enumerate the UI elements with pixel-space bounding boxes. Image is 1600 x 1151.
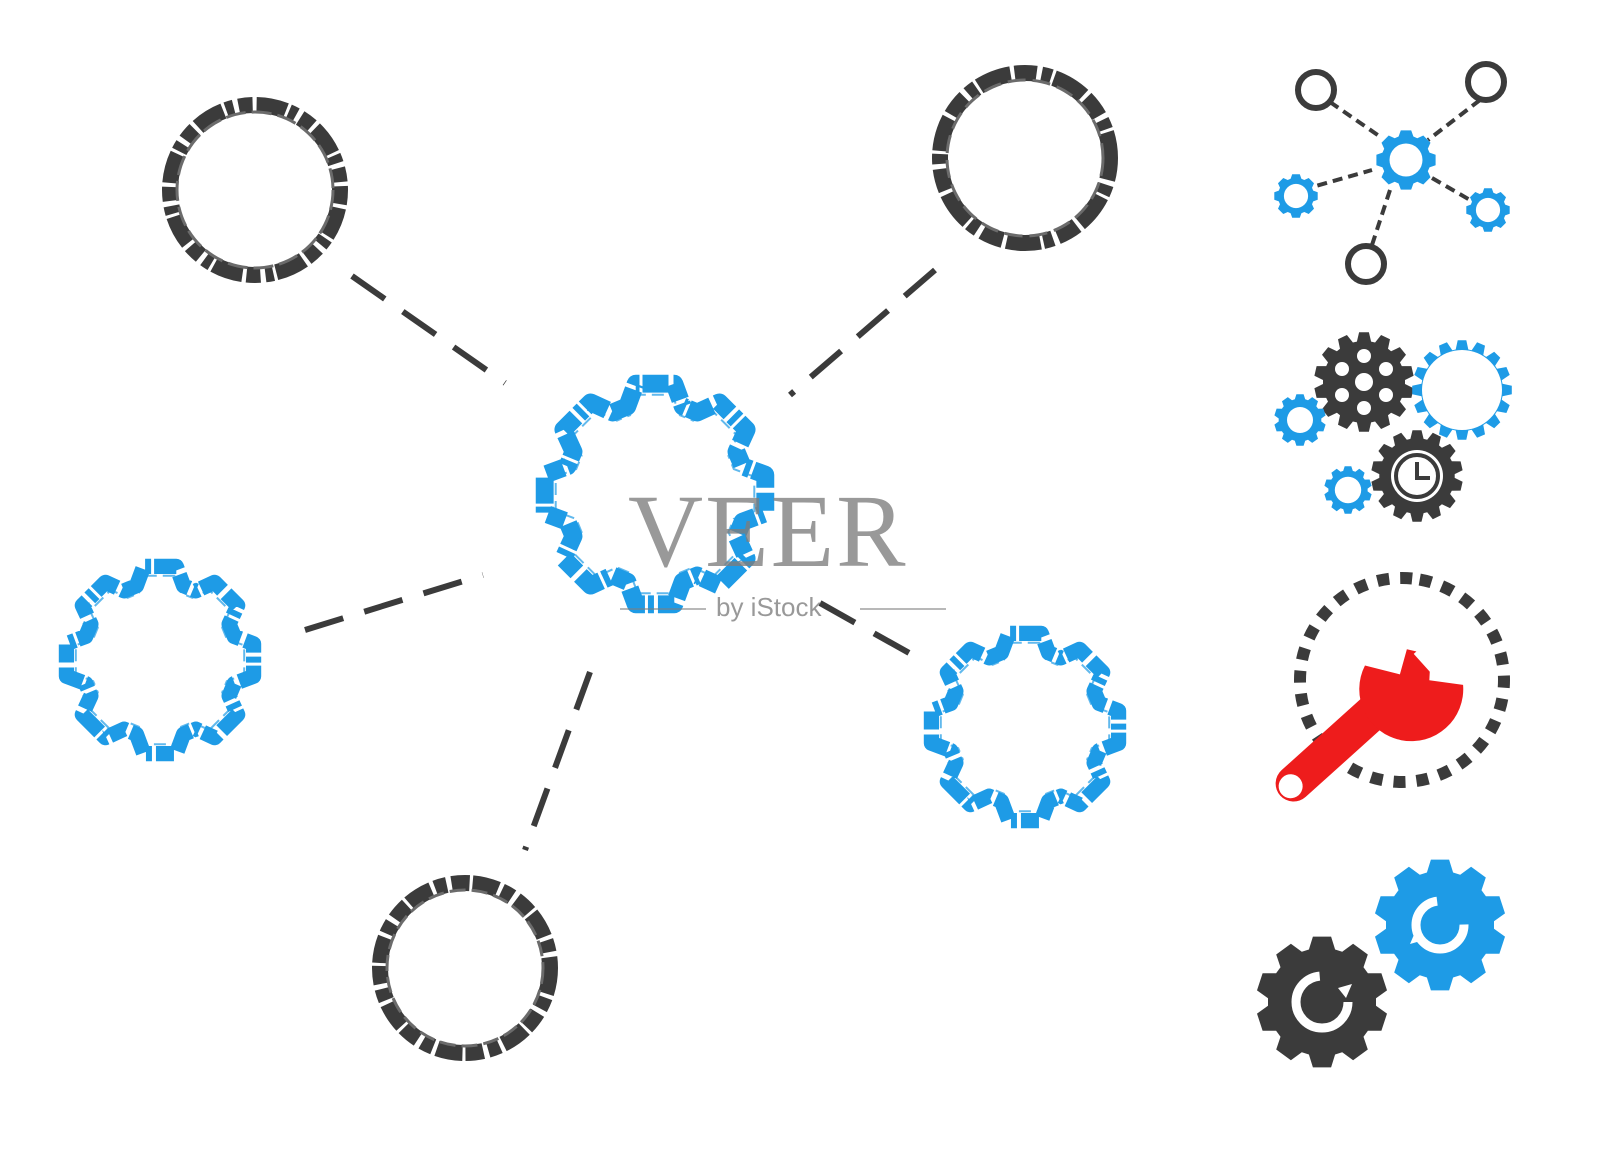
node-ring-top-right [932, 65, 1118, 251]
node-ring-top-left [162, 97, 348, 283]
thumbnail-service-wrench-icon [1275, 572, 1510, 802]
center-gear-icon [535, 374, 775, 614]
thumbnail-link-network-icon [1274, 61, 1510, 285]
connector-right [818, 600, 920, 661]
connector-left [304, 572, 484, 633]
node-ring-bottom [372, 875, 558, 1061]
right-gear-icon [923, 625, 1127, 829]
connector-top-left [350, 273, 507, 386]
thumbnail-gears-refresh-icon [1257, 859, 1505, 1068]
thumbnail-mechanism-gears-icon [1274, 332, 1512, 522]
connector-bottom [522, 670, 593, 852]
connector-lines [304, 267, 937, 852]
main-link-network-icon [58, 65, 1127, 1061]
left-gear-icon [58, 558, 262, 762]
connector-top-right [788, 267, 937, 398]
